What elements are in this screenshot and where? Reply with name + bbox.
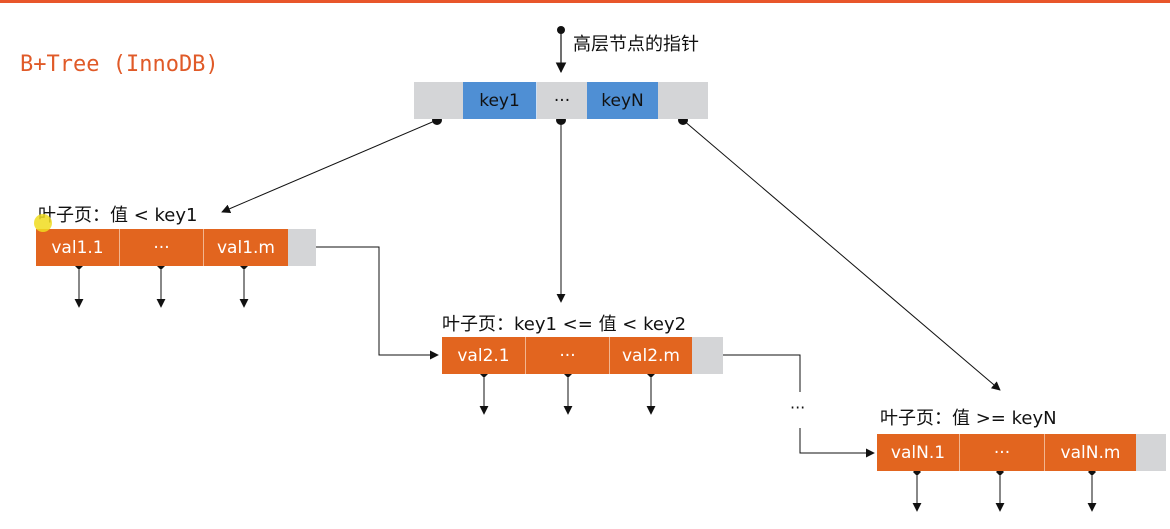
leaf-n-incoming-link	[799, 428, 875, 458]
root-pointer-cell-right	[658, 82, 708, 119]
arrow-root-leaf1	[221, 119, 438, 213]
leaf2-cell-first: val2.1	[442, 337, 526, 374]
root-key1-cell: key1	[463, 82, 537, 119]
leaf3-cell-last: valN.m	[1045, 434, 1136, 471]
root-keyN-cell: keyN	[587, 82, 658, 119]
cursor-highlight	[34, 214, 52, 232]
leaf2-cell-middle: ···	[526, 337, 610, 374]
leaf3-next-pointer-cell	[1136, 434, 1166, 471]
leaf1-cell-middle: ···	[120, 229, 204, 266]
leaf2-next-pointer-cell	[692, 337, 723, 374]
top-pointer-label: 高层节点的指针	[573, 34, 699, 55]
leaf1-cell-last: val1.m	[204, 229, 288, 266]
leaf1-next-link	[316, 246, 439, 360]
leaf3-cell-first: valN.1	[877, 434, 960, 471]
root-middle-cell: ···	[537, 82, 587, 119]
leaf2-caption: 叶子页：key1 <= 值 < key2	[442, 314, 687, 335]
leaf-gap-ellipsis: ···	[790, 398, 806, 417]
leaf1-cell-first: val1.1	[36, 229, 120, 266]
root-pointer-cell-left	[414, 82, 464, 119]
leaf1-value-pointers	[74, 262, 249, 308]
leaf2-value-pointers	[479, 370, 656, 415]
leaf3-cell-middle: ···	[960, 434, 1045, 471]
leaf1-caption: 叶子页：值 < key1	[38, 205, 198, 226]
diagram-title: B+Tree (InnoDB)	[20, 52, 219, 77]
leaf1-next-pointer-cell	[288, 229, 316, 266]
leafN-value-pointers	[912, 468, 1097, 512]
leaf3-caption: 叶子页：值 >= keyN	[880, 408, 1057, 429]
leaf2-cell-last: val2.m	[610, 337, 692, 374]
top-accent-bar	[0, 0, 1170, 3]
leaf2-next-link	[723, 354, 801, 392]
top-pointer-dot	[557, 26, 565, 34]
arrow-root-leaf3	[682, 119, 1001, 391]
